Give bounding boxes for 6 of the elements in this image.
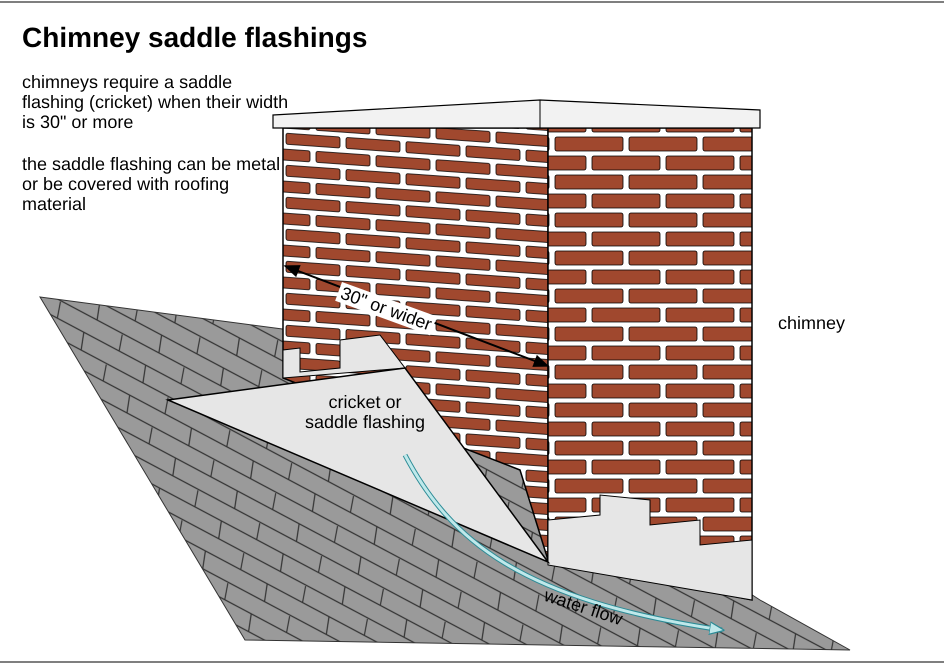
direction-label: water flow [542, 585, 626, 630]
note: chimneys require a saddle flashing (cricket) when their width is 30" or more [22, 72, 290, 132]
part-label: chimney [778, 313, 846, 333]
title: Chimney saddle flashings [22, 22, 368, 54]
note: the saddle flashing can be metal or be covered with roofing material [22, 154, 282, 214]
part-label: cricket or saddle flashing [304, 392, 426, 432]
